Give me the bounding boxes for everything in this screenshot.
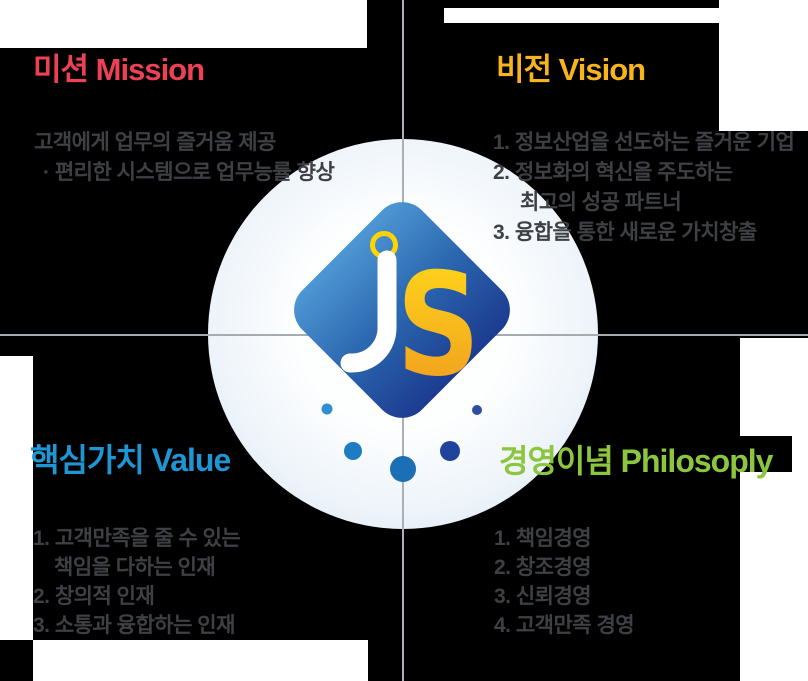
philosophy-line: 4. 고객만족 경영 xyxy=(494,614,635,637)
vision-line: 1. 정보산업을 선도하는 즐거운 기업 xyxy=(493,131,795,154)
white-patch-top-right xyxy=(719,0,808,131)
value-line: 3. 소통과 융합하는 인재 xyxy=(33,614,235,637)
philosophy-title-backing xyxy=(735,436,792,472)
js-logo: S xyxy=(294,202,510,482)
white-patch-top-strip xyxy=(444,8,719,23)
vision-title: 비전 Vision xyxy=(496,52,646,87)
value-line: 책임을 다하는 인재 xyxy=(54,556,216,579)
value-title: 핵심가치 Value xyxy=(30,442,231,478)
vision-line: 3. 융합을 통한 새로운 가치창출 xyxy=(493,221,757,244)
value-line: 2. 창의적 인재 xyxy=(33,585,155,608)
logo-dot-icon xyxy=(321,403,333,415)
j-letter-icon xyxy=(340,250,397,373)
philosophy-line: 2. 창조경영 xyxy=(494,556,592,579)
logo-dot-icon xyxy=(390,456,416,482)
white-patch-bottom-left xyxy=(33,640,368,681)
vision-body: 1. 정보산업을 선도하는 즐거운 기업 2. 정보화의 혁신을 주도하는 최고… xyxy=(493,128,795,248)
philosophy-title: 경영이념 Philosoply xyxy=(499,443,773,479)
mission-line: · 편리한 시스템으로 업무능률 향상 xyxy=(43,161,335,184)
logo-dot-icon xyxy=(440,441,460,461)
philosophy-body: 1. 책임경영 2. 창조경영 3. 신뢰경영 4. 고객만족 경영 xyxy=(494,524,635,640)
mission-title: 미션 Mission xyxy=(33,52,205,87)
philosophy-line: 3. 신뢰경영 xyxy=(494,585,592,608)
mission-body: 고객에게 업무의 즐거움 제공 · 편리한 시스템으로 업무능률 향상 xyxy=(34,128,335,188)
value-body: 1. 고객만족을 줄 수 있는 책임을 다하는 인재 2. 창의적 인재 3. … xyxy=(33,524,241,640)
philosophy-line: 1. 책임경영 xyxy=(494,527,592,550)
mission-line: 고객에게 업무의 즐거움 제공 xyxy=(34,131,276,154)
value-line: 1. 고객만족을 줄 수 있는 xyxy=(33,527,241,550)
vision-line: 2. 정보화의 혁신을 주도하는 xyxy=(493,161,733,184)
logo-dot-icon xyxy=(344,442,362,460)
white-patch-top-left xyxy=(0,0,367,48)
logo-dot-icon xyxy=(472,405,482,415)
s-letter: S xyxy=(396,242,480,408)
white-patch-left-strip xyxy=(0,356,33,640)
white-patch-bottom-right xyxy=(740,338,808,681)
vision-line: 최고의 성공 파트너 xyxy=(520,191,682,214)
